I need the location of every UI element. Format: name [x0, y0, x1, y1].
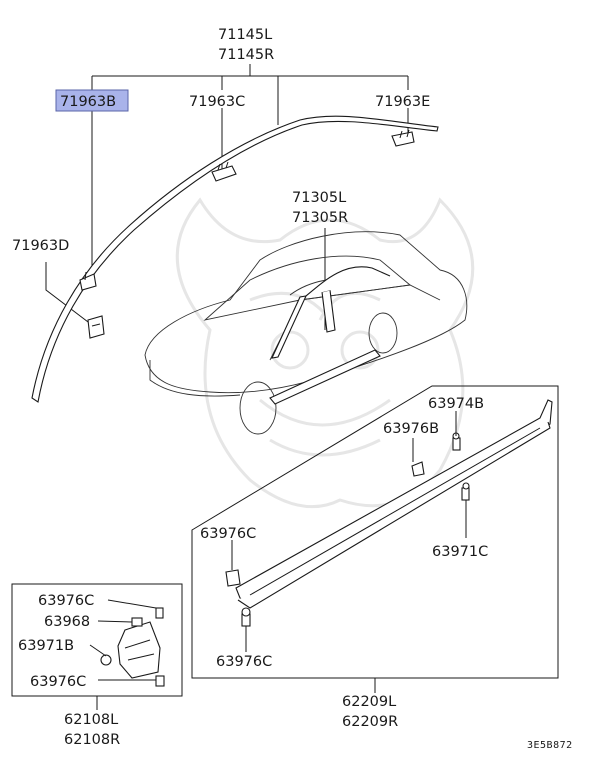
label-71145l: 71145L: [218, 27, 272, 43]
sill-garnish-box: [191, 385, 559, 693]
car-body-illustration: [144, 231, 468, 435]
reference-code: 3E5B872: [527, 740, 573, 751]
label-63976c-inset-bottom[interactable]: 63976C: [30, 674, 86, 690]
label-63974b[interactable]: 63974B: [428, 396, 484, 412]
door-molding-part: [271, 266, 391, 359]
highlight-box: [55, 89, 129, 112]
label-62108l[interactable]: 62108L: [64, 712, 118, 728]
roof-molding-leaders: [45, 64, 409, 330]
label-63971b[interactable]: 63971B: [18, 638, 74, 654]
label-63976b[interactable]: 63976B: [383, 421, 439, 437]
clip-71963c-part: [211, 161, 237, 182]
label-71305l[interactable]: 71305L: [292, 190, 346, 206]
watermark-emblem: [175, 197, 475, 509]
label-71145r: 71145R: [218, 47, 274, 63]
label-62209l[interactable]: 62209L: [342, 694, 396, 710]
label-63976c-inset-top[interactable]: 63976C: [38, 593, 94, 609]
label-63976c-sill-bottom[interactable]: 63976C: [216, 654, 272, 670]
label-71963d[interactable]: 71963D: [12, 238, 69, 254]
label-71963b[interactable]: 71963B: [60, 94, 116, 110]
label-71963e[interactable]: 71963E: [375, 94, 430, 110]
label-63976c-sill-left[interactable]: 63976C: [200, 526, 256, 542]
clip-71963e-part: [391, 129, 415, 147]
sill-leaders: [231, 411, 467, 652]
sill-garnish-part: [235, 399, 553, 609]
clip-71963b-part: [79, 271, 97, 291]
clip-71963d-part: [87, 315, 105, 339]
label-71963c[interactable]: 71963C: [189, 94, 245, 110]
label-63968[interactable]: 63968: [44, 614, 90, 630]
mudguard-leaders: [89, 599, 157, 681]
label-71305r[interactable]: 71305R: [292, 210, 348, 226]
mudguard-inset-box: [11, 583, 183, 710]
roof-molding-strip: [31, 115, 439, 403]
label-63971c[interactable]: 63971C: [432, 544, 488, 560]
label-62108r[interactable]: 62108R: [64, 732, 120, 748]
label-62209r[interactable]: 62209R: [342, 714, 398, 730]
sill-fasteners: [225, 432, 470, 627]
side-sill-on-car: [269, 349, 381, 405]
mudguard-part: [100, 607, 165, 687]
